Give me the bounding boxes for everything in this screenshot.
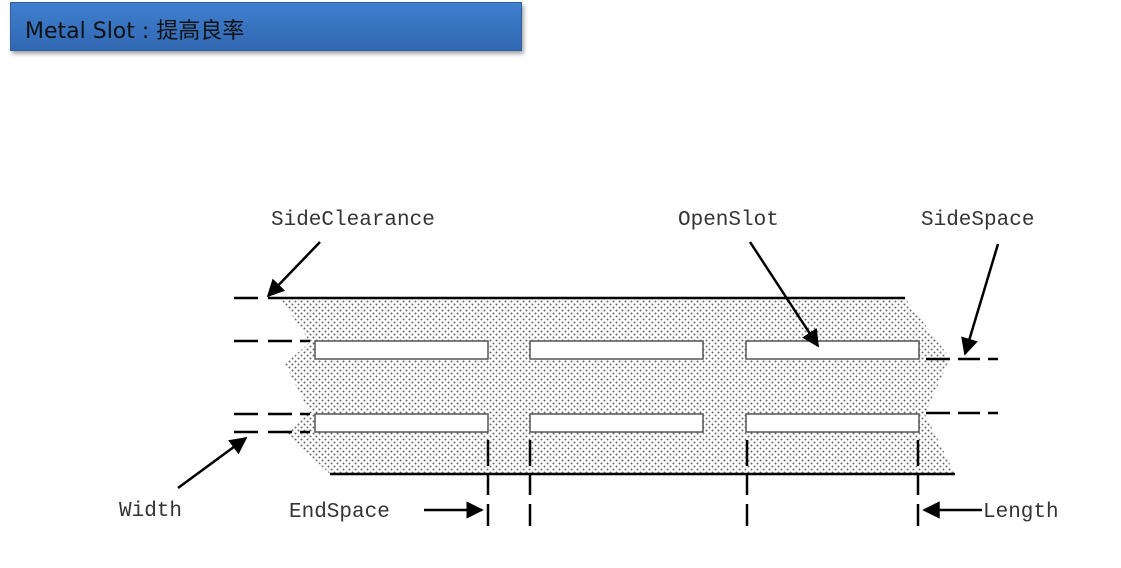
page-title: Metal Slot : 提高良率 [25, 19, 245, 44]
left-dimension-lines [234, 296, 310, 434]
slot [745, 413, 920, 433]
side-space-arrow [961, 243, 1000, 356]
slot [529, 340, 704, 360]
open-slot-arrow [748, 241, 820, 348]
label-open-slot: OpenSlot [678, 209, 779, 232]
label-width: Width [119, 500, 182, 523]
slot-row-2 [314, 413, 920, 433]
slot [314, 340, 489, 360]
slot [314, 413, 489, 433]
title-bar: Metal Slot : 提高良率 [10, 2, 522, 51]
label-length: Length [983, 501, 1059, 524]
metal-body [280, 298, 955, 474]
side-clearance-arrow [266, 241, 321, 298]
slot [529, 413, 704, 433]
vertical-dimension-lines [486, 440, 920, 526]
slot-row-1 [314, 340, 920, 360]
width-arrow [177, 436, 248, 490]
right-dimension-lines [926, 357, 998, 415]
slot [745, 340, 920, 360]
label-side-space: SideSpace [921, 209, 1034, 232]
label-side-clearance: SideClearance [271, 209, 435, 232]
label-end-space: EndSpace [289, 501, 390, 524]
